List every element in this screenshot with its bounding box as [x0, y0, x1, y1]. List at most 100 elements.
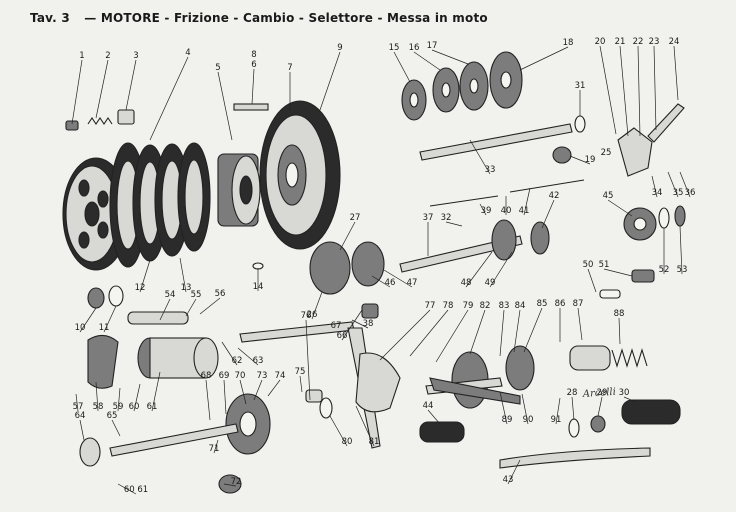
leader-line	[469, 139, 491, 175]
nut-1	[65, 120, 79, 131]
callout-number: 60 61	[124, 485, 148, 495]
leader-line	[151, 371, 161, 412]
callout-number: 80	[342, 437, 353, 447]
leader-line	[653, 45, 657, 131]
callout-number: 34	[652, 188, 663, 198]
callout-number: 48	[461, 278, 472, 288]
callout-number: 72	[231, 477, 242, 487]
callout-number: 37	[423, 213, 434, 223]
callout-number: 64	[75, 411, 86, 421]
leader-line	[75, 393, 79, 412]
callout-number: 29	[597, 388, 608, 398]
leader-line	[469, 309, 486, 355]
clutch-basket-gear	[259, 100, 341, 250]
callout-number: 27	[350, 213, 361, 223]
leader-line	[499, 309, 505, 357]
leader-line	[341, 309, 363, 341]
bush-10	[87, 287, 105, 309]
leader-line	[223, 483, 237, 487]
callout-number: 28	[567, 388, 578, 398]
callout-number: 71	[209, 444, 220, 454]
pedal-rubber-44	[419, 421, 465, 443]
gear-cluster-top	[401, 51, 523, 121]
leader-line	[623, 396, 637, 403]
washer-80	[319, 397, 333, 419]
leader-line	[253, 379, 263, 401]
callout-number: 11	[99, 323, 110, 333]
washer-52	[658, 207, 670, 229]
leader-line	[117, 387, 121, 412]
callout-number: 50	[583, 260, 594, 270]
callout-number: 49	[485, 278, 496, 288]
callout-number: 12	[135, 283, 146, 293]
callout-number: 60	[129, 402, 140, 412]
detent-55	[127, 311, 189, 325]
callout-number: 76	[301, 311, 312, 321]
leader-line	[523, 307, 543, 353]
callout-number: 23	[649, 37, 660, 47]
leader-line	[79, 419, 85, 441]
leader-line	[79, 307, 97, 333]
callout-number: 81	[369, 437, 380, 447]
leader-line	[111, 419, 121, 437]
leader-line	[673, 45, 679, 101]
artist-signature: Arcelli	[581, 387, 616, 400]
engine-parts	[62, 51, 686, 494]
leader-line	[618, 317, 621, 345]
leader-line	[213, 439, 219, 454]
callout-number: 21	[615, 37, 626, 47]
leader-line	[355, 405, 375, 447]
callout-number: 52	[659, 265, 670, 275]
callout-number: 31	[575, 81, 586, 91]
callout-number: 46	[385, 278, 396, 288]
callout-number: 18	[563, 38, 574, 48]
leader-line	[513, 309, 521, 353]
callout-number: 75	[295, 367, 306, 377]
leader-line	[305, 319, 311, 401]
kick-pedal-arm	[499, 447, 651, 469]
callout-number: 51	[599, 260, 610, 270]
callout-number: 86	[555, 299, 566, 309]
leader-line	[139, 259, 151, 293]
clutch-hub	[217, 153, 261, 227]
title-text: MOTORE - Frizione - Cambio - Selettore -…	[100, 11, 488, 25]
callout-number: 20	[595, 37, 606, 47]
clutch-disc-stack	[109, 142, 211, 268]
leader-line	[237, 347, 259, 366]
leader-line	[465, 251, 493, 288]
leader-line	[311, 291, 323, 320]
leader-line	[521, 393, 529, 425]
leader-line	[339, 221, 356, 251]
leader-line	[125, 59, 137, 111]
pin-6	[233, 103, 269, 111]
callout-number: 43	[503, 475, 514, 485]
leader-line	[667, 171, 679, 198]
callout-number: 8	[251, 50, 256, 60]
callout-number: 84	[515, 301, 526, 311]
diagram-title: Tav. 3 — MOTORE - Frizione - Cambio - Se…	[30, 11, 488, 25]
kick-plate-81	[355, 352, 401, 413]
leader-line	[431, 49, 469, 65]
rod-41	[509, 179, 585, 193]
leader-line	[607, 199, 633, 217]
callout-number: 44	[423, 401, 434, 411]
leader-line	[679, 171, 691, 198]
gear-46	[351, 241, 385, 287]
leader-line	[523, 187, 531, 216]
leader-line	[413, 51, 441, 71]
leader-line	[555, 397, 561, 425]
callout-number: 78	[443, 301, 454, 311]
leader-line	[445, 221, 463, 227]
leader-line	[133, 383, 141, 412]
leader-line	[393, 51, 411, 83]
gear-26	[309, 241, 351, 295]
callout-number: 14	[253, 282, 264, 292]
layshaft-37	[399, 235, 523, 273]
callout-number: 67	[331, 321, 342, 331]
gear-42	[530, 221, 550, 255]
callout-number: 33	[485, 165, 496, 175]
leader-line	[637, 45, 641, 137]
